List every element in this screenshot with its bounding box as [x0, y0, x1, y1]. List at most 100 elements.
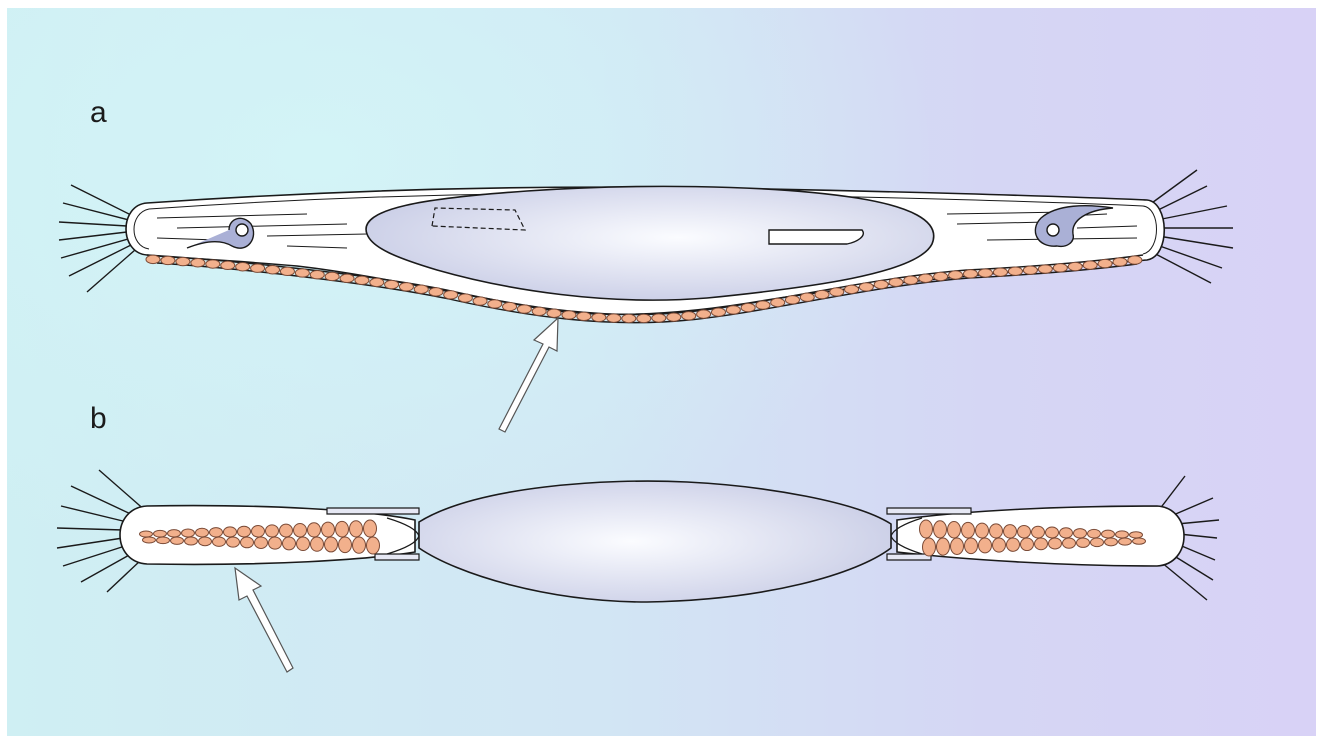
cell [1102, 530, 1115, 538]
panel-b-figure [57, 470, 1219, 672]
cell [176, 257, 190, 265]
cell [161, 256, 175, 264]
cell [711, 308, 725, 316]
cell [252, 526, 265, 537]
cell [339, 537, 352, 553]
cell [919, 274, 933, 282]
cell [236, 263, 250, 271]
central-lens-b [419, 481, 891, 602]
cell [652, 314, 666, 322]
cell [1038, 265, 1052, 273]
cell [157, 537, 170, 544]
cell [1023, 266, 1037, 274]
cell [1119, 538, 1132, 545]
cell [815, 290, 829, 298]
cell [962, 522, 975, 538]
cell [667, 313, 681, 321]
cell [937, 538, 950, 555]
cell [488, 300, 502, 308]
cell [140, 531, 153, 537]
cell [993, 268, 1007, 276]
cell [1116, 531, 1129, 538]
cell [199, 537, 212, 546]
cell [213, 537, 226, 546]
diagram-canvas: a b [7, 8, 1316, 736]
cell [562, 311, 576, 319]
cell [1113, 258, 1127, 266]
cell [874, 280, 888, 288]
cell [340, 274, 354, 282]
cell [993, 538, 1006, 552]
cell [949, 271, 963, 279]
cell [889, 278, 903, 286]
cell [904, 276, 918, 284]
cell [785, 296, 799, 304]
cell [182, 529, 195, 537]
cell [1008, 267, 1022, 275]
cell [266, 266, 280, 274]
cell [1098, 259, 1112, 267]
cell [185, 537, 198, 545]
cell [227, 537, 240, 547]
cell [1004, 525, 1017, 538]
cell [143, 537, 156, 543]
cell [830, 288, 844, 296]
cell [547, 309, 561, 317]
cell [1083, 261, 1097, 269]
cell [1074, 529, 1087, 538]
cell [1032, 526, 1045, 538]
cell [269, 537, 282, 549]
cell [756, 301, 770, 309]
cell [206, 260, 220, 268]
cell [280, 267, 294, 275]
cell [350, 521, 363, 537]
cell [1046, 527, 1059, 538]
cell [1049, 538, 1062, 549]
cell [920, 520, 933, 538]
cell [458, 294, 472, 302]
cell [367, 537, 380, 554]
cell [979, 538, 992, 553]
hook-structure-a [769, 230, 863, 244]
cell [238, 526, 251, 537]
cell [255, 537, 268, 548]
cell [923, 538, 936, 556]
cell [1035, 538, 1048, 550]
cell [221, 261, 235, 269]
cell [210, 528, 223, 537]
diagram-art [7, 8, 1316, 736]
cell [978, 269, 992, 277]
cell [1088, 529, 1101, 538]
cell [1105, 538, 1118, 546]
cell [280, 524, 293, 537]
cell [1091, 538, 1104, 547]
cell [241, 537, 254, 548]
cell [473, 297, 487, 305]
cell [1063, 538, 1076, 548]
cell [311, 537, 324, 551]
bristles-left-a [59, 185, 135, 292]
cell [951, 538, 964, 554]
cell [934, 272, 948, 280]
cell [1068, 262, 1082, 270]
cell [990, 524, 1003, 538]
cell [976, 523, 989, 538]
cell [294, 523, 307, 537]
cell [1077, 538, 1090, 547]
cell [266, 525, 279, 537]
cell [859, 283, 873, 291]
cell [948, 522, 961, 538]
cell [336, 521, 349, 537]
cell [171, 537, 184, 544]
cell [741, 303, 755, 311]
cell [353, 537, 366, 553]
cell [1128, 256, 1142, 264]
cell [308, 523, 321, 537]
cell [168, 530, 181, 537]
cell [444, 291, 458, 299]
cell [191, 259, 205, 267]
cell [965, 538, 978, 554]
cell [251, 264, 265, 272]
cell [682, 312, 696, 320]
cell [224, 527, 237, 537]
